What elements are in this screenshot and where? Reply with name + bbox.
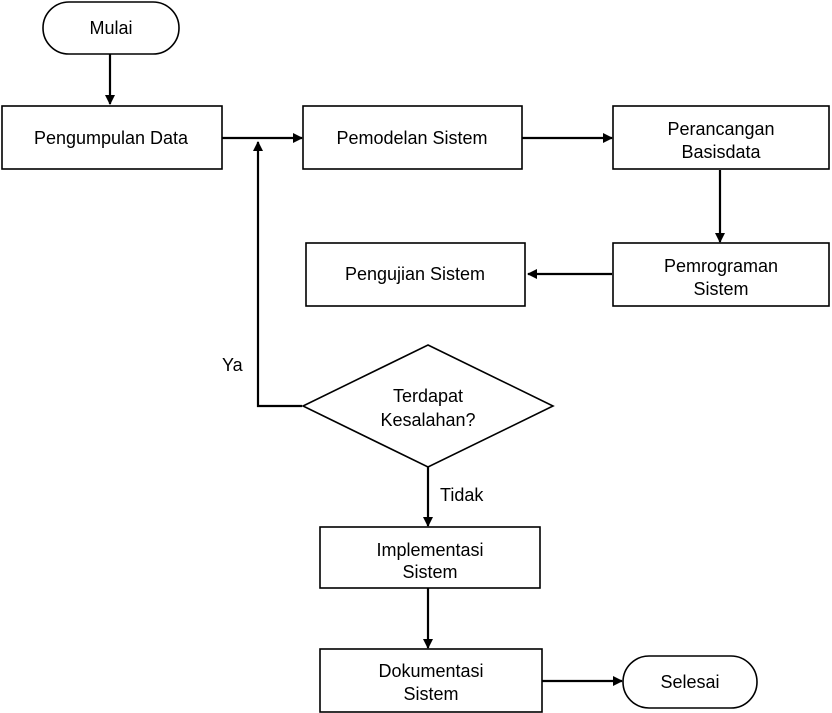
node-end-label: Selesai (660, 672, 719, 692)
node-data-collection-label: Pengumpulan Data (34, 128, 189, 148)
edge-label-no: Tidak (440, 485, 484, 505)
node-database-design-label-1: Perancangan (667, 119, 774, 139)
node-database-design: Perancangan Basisdata (612, 105, 830, 170)
node-documentation-label-1: Dokumentasi (378, 661, 483, 681)
node-system-modeling: Pemodelan Sistem (302, 105, 523, 170)
node-decision-label-1: Terdapat (393, 386, 463, 406)
node-documentation: Dokumentasi Sistem (319, 648, 543, 713)
node-implementation-label-1: Implementasi (376, 540, 483, 560)
node-programming-label-2: Sistem (693, 279, 748, 299)
node-decision-label-2: Kesalahan? (380, 410, 475, 430)
node-start: Mulai (42, 1, 180, 55)
edge-label-yes: Ya (222, 355, 244, 375)
node-system-testing: Pengujian Sistem (305, 242, 526, 307)
node-system-testing-label: Pengujian Sistem (345, 264, 485, 284)
node-documentation-label-2: Sistem (403, 684, 458, 704)
edge-decision-yes-loop (253, 141, 302, 408)
node-data-collection: Pengumpulan Data (1, 105, 223, 170)
node-implementation: Implementasi Sistem (319, 526, 541, 589)
connectors (105, 54, 725, 686)
node-programming-label-1: Pemrograman (664, 256, 778, 276)
node-end: Selesai (622, 655, 758, 709)
node-system-modeling-label: Pemodelan Sistem (336, 128, 487, 148)
node-programming: Pemrograman Sistem (612, 242, 830, 307)
node-database-design-label-2: Basisdata (681, 142, 761, 162)
node-start-label: Mulai (89, 18, 132, 38)
node-implementation-label-2: Sistem (402, 562, 457, 582)
node-decision: Terdapat Kesalahan? (301, 344, 555, 468)
